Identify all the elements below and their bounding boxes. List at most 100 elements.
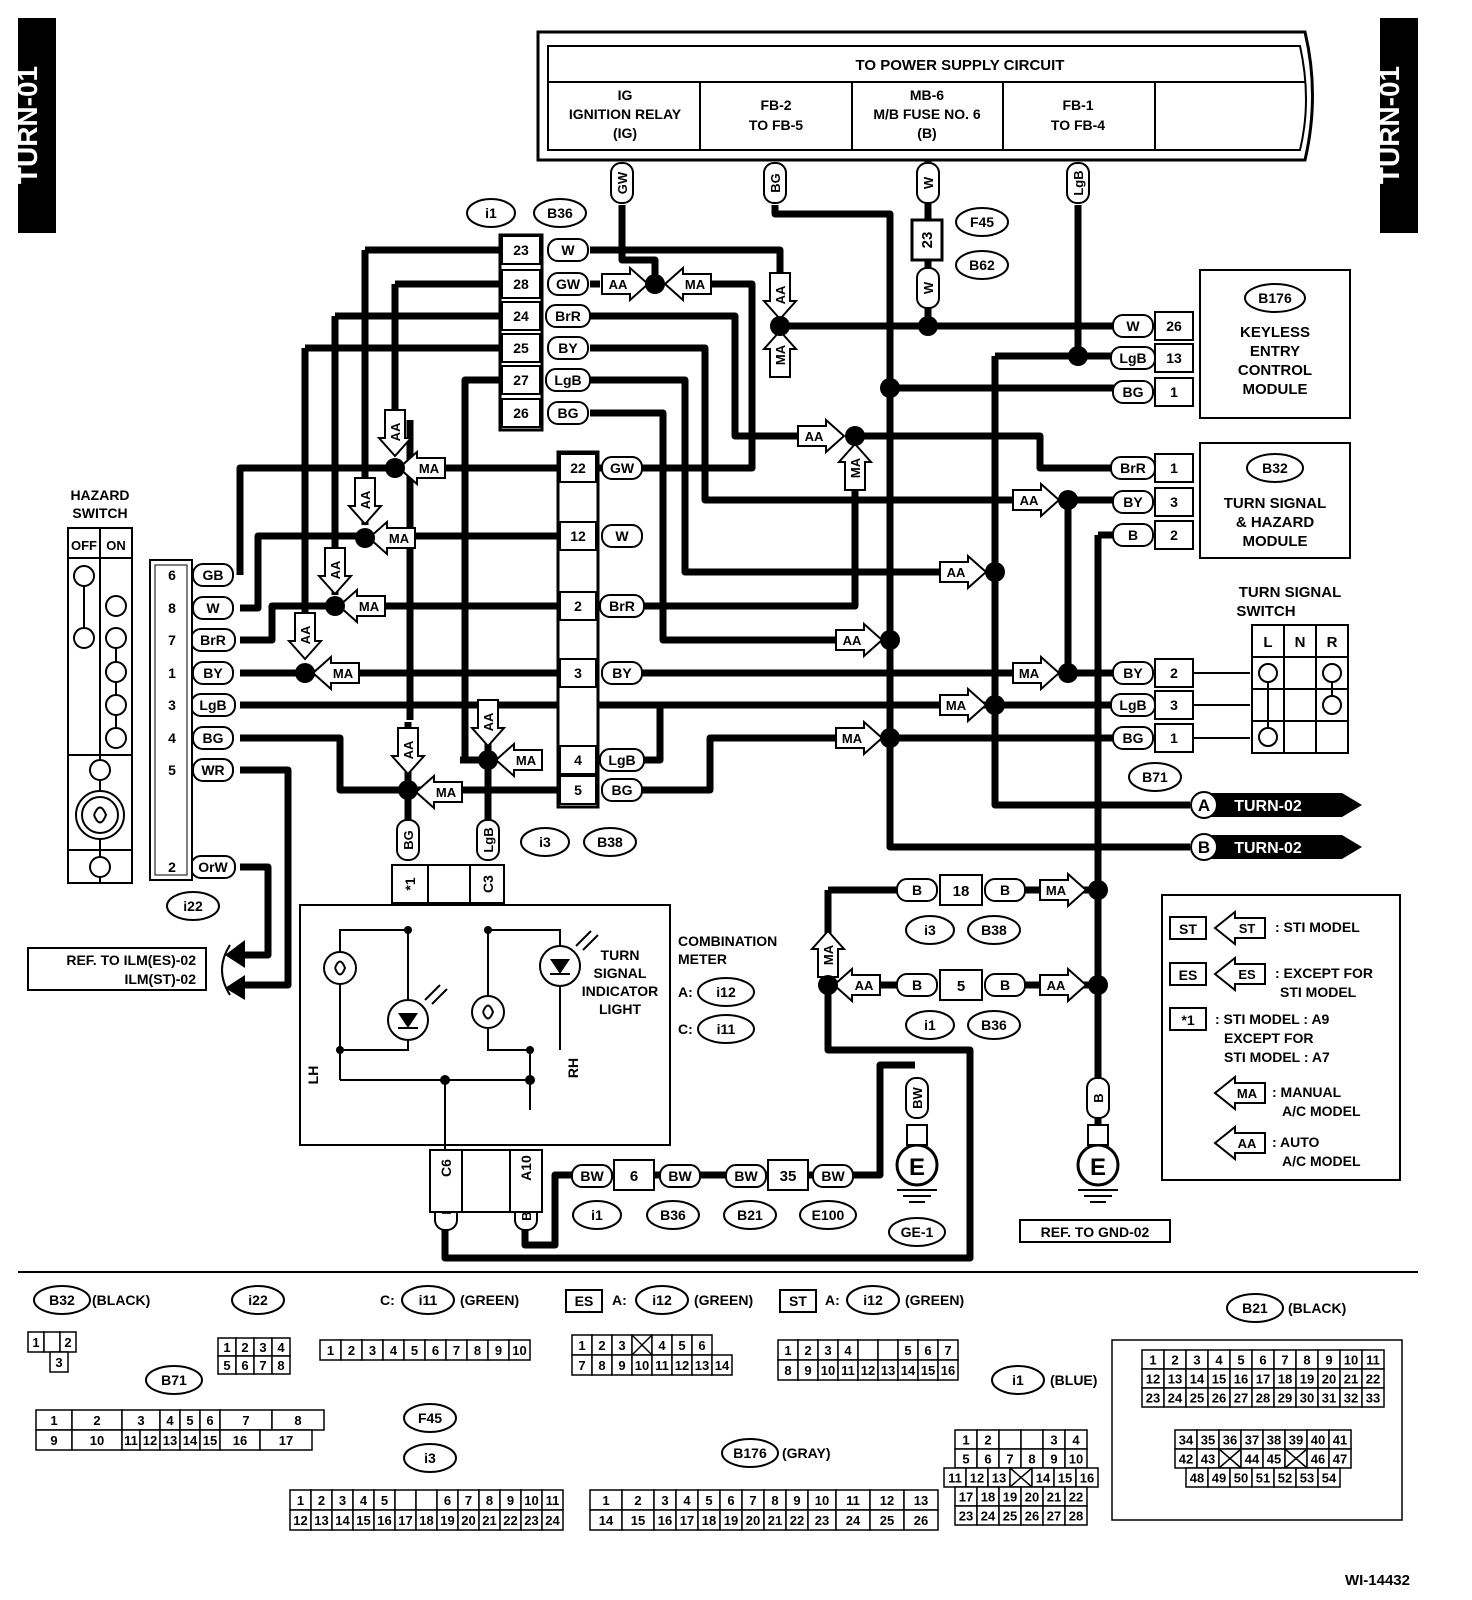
svg-text:F45: F45 [418, 1410, 442, 1426]
turn02-link-b: B TURN-02 [1190, 833, 1362, 861]
svg-text:19: 19 [724, 1513, 738, 1528]
turnsw-pin-2: 2 [1154, 658, 1194, 688]
svg-text:B71: B71 [161, 1372, 187, 1388]
svg-text:4: 4 [658, 1338, 666, 1353]
svg-text:B: B [1198, 838, 1210, 857]
svg-text:5: 5 [705, 1493, 712, 1508]
keyless-entry-module: B176 KEYLESS ENTRY CONTROL MODULE [1199, 269, 1351, 419]
svg-text:39: 39 [1289, 1433, 1303, 1448]
svg-text:LIGHT: LIGHT [599, 1001, 641, 1017]
svg-text:B32: B32 [1262, 460, 1288, 476]
svg-text:AA: AA [1238, 1136, 1257, 1151]
svg-text:MA: MA [516, 753, 537, 768]
svg-text:28: 28 [1256, 1391, 1270, 1406]
svg-text:R: R [1327, 634, 1338, 651]
svg-text:6: 6 [924, 1343, 931, 1358]
svg-text:i3: i3 [424, 1450, 436, 1466]
svg-text:17: 17 [1256, 1372, 1270, 1387]
svg-text:2: 2 [318, 1493, 325, 1508]
badge-aa: AA [346, 477, 384, 526]
svg-text:ST: ST [789, 1293, 807, 1309]
svg-text:14: 14 [335, 1513, 350, 1528]
svg-text:(GREEN): (GREEN) [694, 1292, 753, 1308]
svg-text:W: W [921, 176, 936, 189]
side-tab-left: TURN-01 [12, 18, 56, 233]
junction-dot [880, 378, 900, 398]
svg-text:B: B [1000, 882, 1010, 898]
svg-text:24: 24 [545, 1513, 560, 1528]
svg-text:BG: BG [768, 173, 783, 193]
svg-text:28: 28 [1069, 1509, 1083, 1524]
badge-ma: MA [367, 519, 416, 557]
power-title: TO POWER SUPPLY CIRCUIT [856, 57, 1065, 74]
svg-text:15: 15 [356, 1513, 370, 1528]
svg-text:4: 4 [166, 1413, 174, 1428]
svg-text:4: 4 [683, 1493, 691, 1508]
ground-wire-bw: BW [905, 1077, 929, 1119]
badge-aa: AA [1039, 966, 1088, 1004]
svg-text:8: 8 [277, 1358, 284, 1373]
svg-text:11: 11 [841, 1363, 855, 1378]
junction-dots [295, 274, 1108, 995]
svg-text:BG: BG [1123, 384, 1144, 400]
svg-text:BW: BW [821, 1168, 845, 1184]
svg-text:(IG): (IG) [613, 125, 637, 141]
power-supply-box: TO POWER SUPPLY CIRCUIT IG IGNITION RELA… [536, 30, 1314, 162]
svg-text:B62: B62 [969, 257, 995, 273]
svg-text:21: 21 [768, 1513, 782, 1528]
junction-dot [1058, 490, 1078, 510]
svg-text:MA: MA [333, 666, 354, 681]
svg-text:24: 24 [1168, 1391, 1183, 1406]
badge-ma: MA [414, 773, 463, 811]
svg-text:REF. TO GND-02: REF. TO GND-02 [1041, 1224, 1150, 1240]
keyless-pin-1: 1 [1154, 377, 1194, 407]
svg-text:ES: ES [1179, 967, 1198, 983]
i3-pin-2: 2 [559, 591, 597, 621]
svg-text:3: 3 [1193, 1353, 1200, 1368]
i1-pin-28: 28 [501, 269, 541, 299]
svg-text:46: 46 [1311, 1452, 1325, 1467]
svg-text:25: 25 [1003, 1509, 1017, 1524]
svg-text:13: 13 [914, 1493, 928, 1508]
svg-text:A:: A: [612, 1292, 627, 1308]
inline-connectors: 18 5 6 35 [613, 874, 983, 1191]
svg-text:BY: BY [612, 665, 632, 681]
junction-dot [398, 780, 418, 800]
i1-pin-24: 24 [501, 301, 541, 331]
svg-text:21: 21 [1344, 1372, 1358, 1387]
svg-text:8: 8 [771, 1493, 778, 1508]
i1-pin-25: 25 [501, 333, 541, 363]
i3-wire-bg: BG [601, 778, 643, 802]
svg-text:AA: AA [609, 277, 628, 292]
svg-text:3: 3 [339, 1493, 346, 1508]
i1-wire-by: BY [547, 336, 589, 360]
svg-text:BY: BY [203, 665, 223, 681]
svg-text:MA: MA [1046, 883, 1067, 898]
svg-text:1: 1 [602, 1493, 609, 1508]
svg-text:LgB: LgB [1119, 697, 1146, 713]
svg-text:BrR: BrR [200, 632, 226, 648]
svg-text:SWITCH: SWITCH [1236, 603, 1295, 620]
svg-text:GW: GW [615, 171, 630, 194]
svg-text:A/C MODEL: A/C MODEL [1282, 1153, 1361, 1169]
svg-text:6: 6 [241, 1358, 248, 1373]
connector-f45: 23 [910, 218, 944, 262]
svg-text:REF. TO ILM(ES)-02: REF. TO ILM(ES)-02 [66, 952, 196, 968]
svg-text:KEYLESS: KEYLESS [1240, 324, 1310, 341]
hazard-wire-by: BY [192, 661, 234, 685]
svg-text:*1: *1 [402, 877, 418, 890]
turnsw-pin-3: 3 [1154, 690, 1194, 720]
svg-text:1: 1 [784, 1343, 791, 1358]
svg-text:LgB: LgB [1119, 350, 1146, 366]
svg-text:W: W [561, 242, 575, 258]
svg-text:i12: i12 [652, 1292, 672, 1308]
svg-text:29: 29 [1278, 1391, 1292, 1406]
svg-text:5: 5 [381, 1493, 388, 1508]
svg-text:C:: C: [380, 1292, 395, 1308]
svg-text:ES: ES [575, 1293, 594, 1309]
svg-text:7: 7 [259, 1358, 266, 1373]
